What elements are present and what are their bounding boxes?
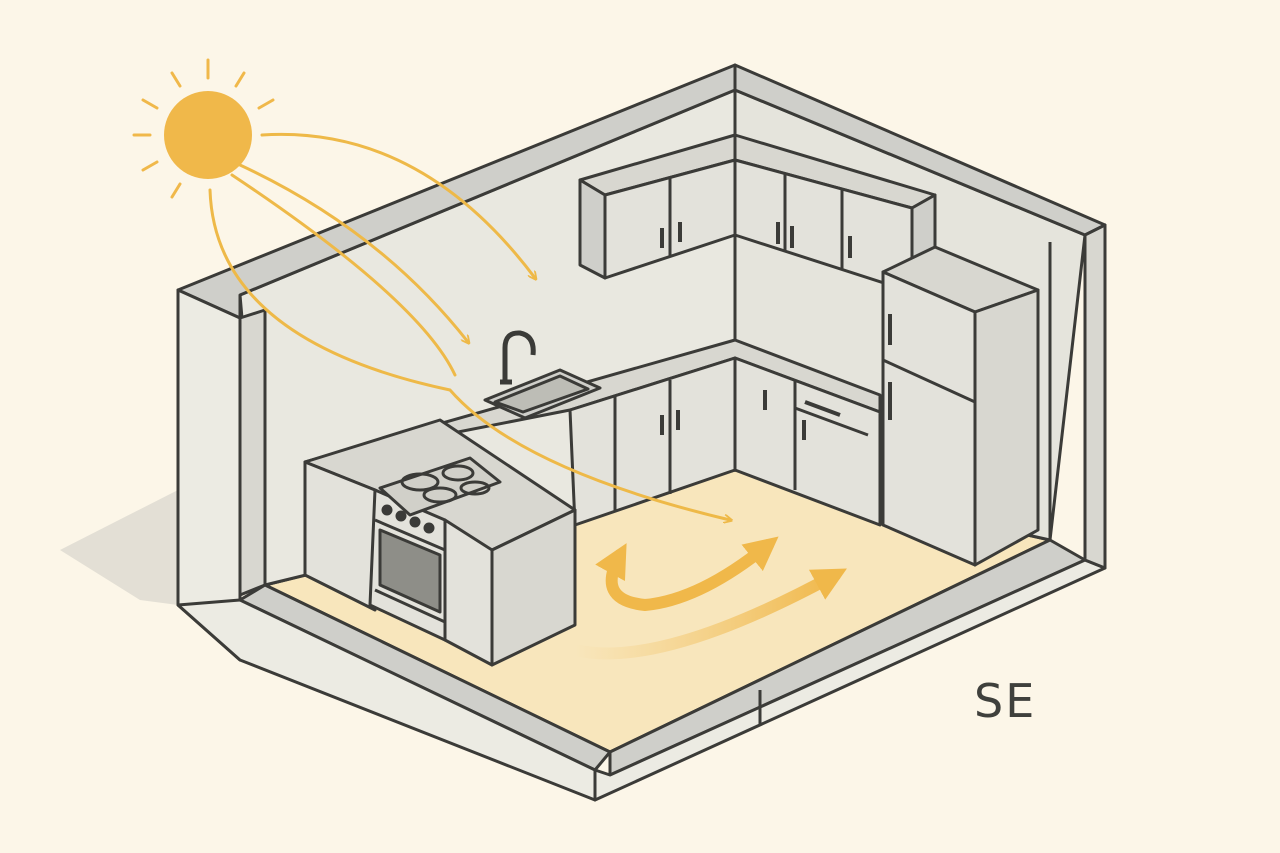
sink — [483, 330, 602, 420]
sunlight-arrows — [208, 132, 730, 520]
floor-shadow — [60, 490, 178, 605]
sunlight-arrow-icon — [230, 173, 457, 377]
upper-cabinets — [578, 133, 937, 294]
sunlight-arrow-icon — [260, 132, 535, 278]
fridge-side — [973, 288, 1040, 567]
fridge-front — [881, 270, 977, 567]
reflected-light-arrows — [569, 536, 847, 660]
cabinet-run-right — [733, 356, 882, 527]
direction-label: SE — [974, 674, 1037, 728]
sunlight-arrow-icon — [208, 188, 730, 520]
reflected-light-arrow-icon — [569, 568, 847, 660]
sunlight-arrow-icon — [238, 163, 468, 342]
island-front-left — [303, 460, 377, 612]
island-side — [490, 508, 577, 667]
sun-icon — [132, 58, 275, 199]
kitchen-island — [303, 418, 577, 667]
oven-window — [378, 528, 442, 614]
refrigerator — [881, 245, 1040, 567]
faucet — [502, 330, 536, 380]
right-wall-face — [1083, 223, 1107, 570]
reflected-light-arrow-icon — [595, 536, 779, 612]
left-wall-inner — [238, 308, 267, 597]
